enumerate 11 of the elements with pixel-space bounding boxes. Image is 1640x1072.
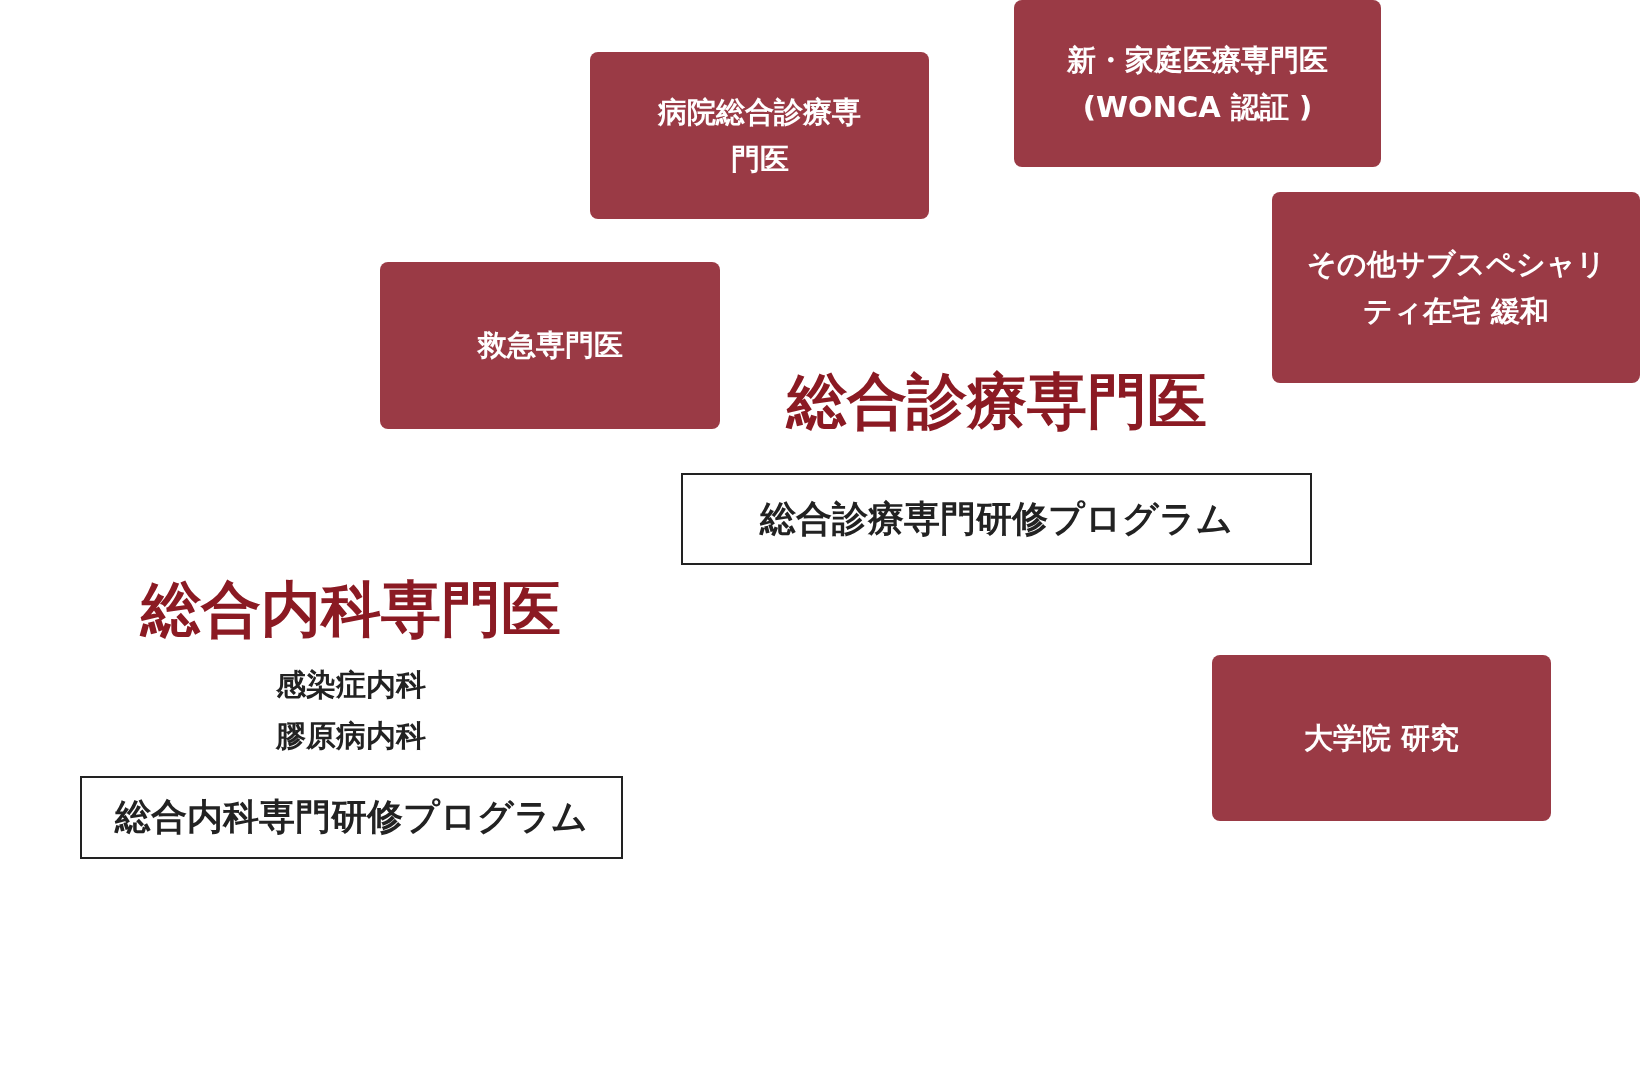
program-box: 総合診療専門研修プログラム [681, 473, 1312, 565]
certification-box: 救急専門医 [380, 262, 720, 429]
certification-box: 大学院 研究 [1212, 655, 1551, 821]
subspecialty-text: 膠原病内科 [276, 717, 426, 755]
certification-box: 病院総合診療専門医 [590, 52, 929, 219]
specialty-heading: 総合内科専門医 [141, 573, 561, 646]
certification-box: 新・家庭医療専門医(WONCA 認証 ) [1014, 0, 1381, 167]
subspecialty-text: 感染症内科 [276, 666, 426, 704]
program-box: 総合内科専門研修プログラム [80, 776, 623, 859]
certification-box: その他サブスペシャリティ在宅 緩和 [1272, 192, 1640, 383]
specialty-heading: 総合診療専門医 [787, 365, 1207, 438]
